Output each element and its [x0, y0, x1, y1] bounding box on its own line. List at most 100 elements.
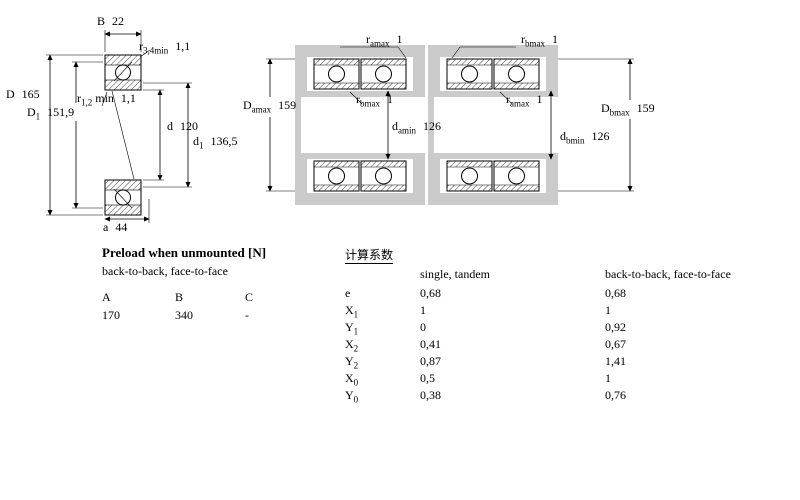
dim-value: 22: [112, 14, 125, 28]
dim-value: 1: [536, 92, 543, 106]
dim-symbol: D: [601, 101, 610, 115]
preload-val-a: 170: [102, 308, 120, 322]
factor-symbol: Y1: [345, 320, 420, 336]
factor-value-back-to-back: 0,68: [605, 286, 626, 300]
dim-label-D: D 165: [6, 88, 40, 103]
dim-symbol: a: [103, 220, 109, 234]
factor-row-y0: Y0 0,38 0,76: [345, 388, 626, 405]
factor-value-single-tandem: 0: [420, 320, 426, 334]
dim-label-ramax-b: ramax 1: [506, 93, 543, 108]
factor-subscript: 1: [353, 326, 359, 337]
dim-label-ramax-a: ramax 1: [366, 33, 403, 48]
factor-value-single-tandem: 0,38: [420, 388, 441, 402]
factor-symbol: X1: [345, 303, 420, 319]
factor-row-y2: Y2 0,87 1,41: [345, 354, 626, 371]
dim-symbol: d: [193, 134, 199, 148]
dim-value: 126: [591, 129, 610, 143]
dim-label-d1: d1 136,5: [193, 135, 238, 150]
dim-subscript: bmax: [609, 107, 630, 118]
factor-subscript: 2: [353, 343, 359, 354]
factor-subscript: 1: [353, 309, 359, 320]
outer-ring-hatch: [104, 54, 142, 66]
factor-subscript: 0: [353, 377, 359, 388]
factor-symbol: Y2: [345, 354, 420, 370]
dim-value: 44: [115, 220, 128, 234]
factor-base: Y: [345, 320, 354, 334]
factors-table: e 0,68 0,68 X1 1 1 Y1 0 0,92 X2 0,41 0,6…: [345, 286, 626, 405]
dim-label-d: d 120: [167, 120, 198, 135]
dim-label-r34: r3,4min 1,1: [139, 40, 190, 55]
preload-col-c: C: [245, 290, 254, 304]
dim-symbol: r: [366, 32, 370, 46]
dim-symbol: d: [560, 129, 566, 143]
dim-value: 1,1: [175, 39, 191, 53]
dim-symbol: B: [97, 14, 106, 28]
dim-symbol: d: [392, 119, 398, 133]
dim-value: 1: [552, 32, 558, 46]
factor-base: X: [345, 337, 354, 351]
preload-val-c: -: [245, 308, 249, 322]
dim-value: 159: [636, 101, 655, 115]
factor-symbol: X2: [345, 337, 420, 353]
factor-base: Y: [345, 354, 354, 368]
dim-symbol: r: [521, 32, 525, 46]
factor-base: e: [345, 286, 351, 300]
ball-icon: [461, 65, 478, 83]
factor-row-x1: X1 1 1: [345, 303, 626, 320]
dim-subscript: amax: [370, 38, 390, 49]
ball-icon: [328, 167, 345, 185]
factor-value-single-tandem: 1: [420, 303, 426, 317]
dim-subscript: bmax: [360, 98, 380, 109]
dim-value: 159: [278, 98, 297, 112]
dim-symbol: r: [139, 39, 143, 53]
ball-icon: [508, 65, 525, 83]
factor-value-single-tandem: 0,87: [420, 354, 441, 368]
dim-label-a: a 44: [103, 221, 127, 236]
dim-symbol: d: [167, 119, 173, 133]
factors-col1-header: single, tandem: [420, 267, 490, 281]
preload-subtitle: back-to-back, face-to-face: [102, 264, 228, 278]
dim-subscript: amax: [510, 98, 530, 109]
dim-label-Dbmax: Dbmax 159: [601, 102, 655, 117]
ball-icon: [375, 167, 392, 185]
factor-base: X: [345, 303, 354, 317]
dim-symbol: r: [506, 92, 510, 106]
factor-row-e: e 0,68 0,68: [345, 286, 626, 303]
factor-row-x2: X2 0,41 0,67: [345, 337, 626, 354]
factor-value-back-to-back: 1: [605, 303, 611, 317]
ball-icon: [115, 64, 131, 81]
dim-subscript: 3,4min: [143, 45, 169, 56]
dim-subscript: amax: [251, 104, 272, 115]
dim-subscript: 1: [199, 140, 204, 151]
dim-value: 136,5: [210, 134, 238, 148]
dim-subscript: 1,2: [81, 97, 93, 108]
factor-value-single-tandem: 0,41: [420, 337, 441, 351]
factor-base: Y: [345, 388, 354, 402]
ball-icon: [115, 189, 131, 206]
factor-value-back-to-back: 0,92: [605, 320, 626, 334]
dim-symbol: r: [356, 92, 360, 106]
factor-value-back-to-back: 0,76: [605, 388, 626, 402]
preload-col-b: B: [175, 290, 184, 304]
factor-value-back-to-back: 1: [605, 371, 611, 385]
dim-subscript: bmin: [566, 135, 585, 146]
ball-icon: [328, 65, 345, 83]
factor-value-back-to-back: 0,67: [605, 337, 626, 351]
dim-symbol: D: [243, 98, 252, 112]
ball-icon: [461, 167, 478, 185]
dim-value: 165: [21, 87, 40, 101]
factor-row-y1: Y1 0 0,92: [345, 320, 626, 337]
dim-value: 120: [180, 119, 198, 133]
dim-label-dbmin: dbmin 126: [560, 130, 610, 145]
arrangement-drawing-a: [266, 45, 425, 205]
dim-symbol: D: [6, 87, 15, 101]
dim-value: 1: [396, 32, 403, 46]
inner-ring-hatch: [104, 79, 142, 91]
dim-value: 126: [423, 119, 441, 133]
factor-symbol: e: [345, 286, 420, 302]
